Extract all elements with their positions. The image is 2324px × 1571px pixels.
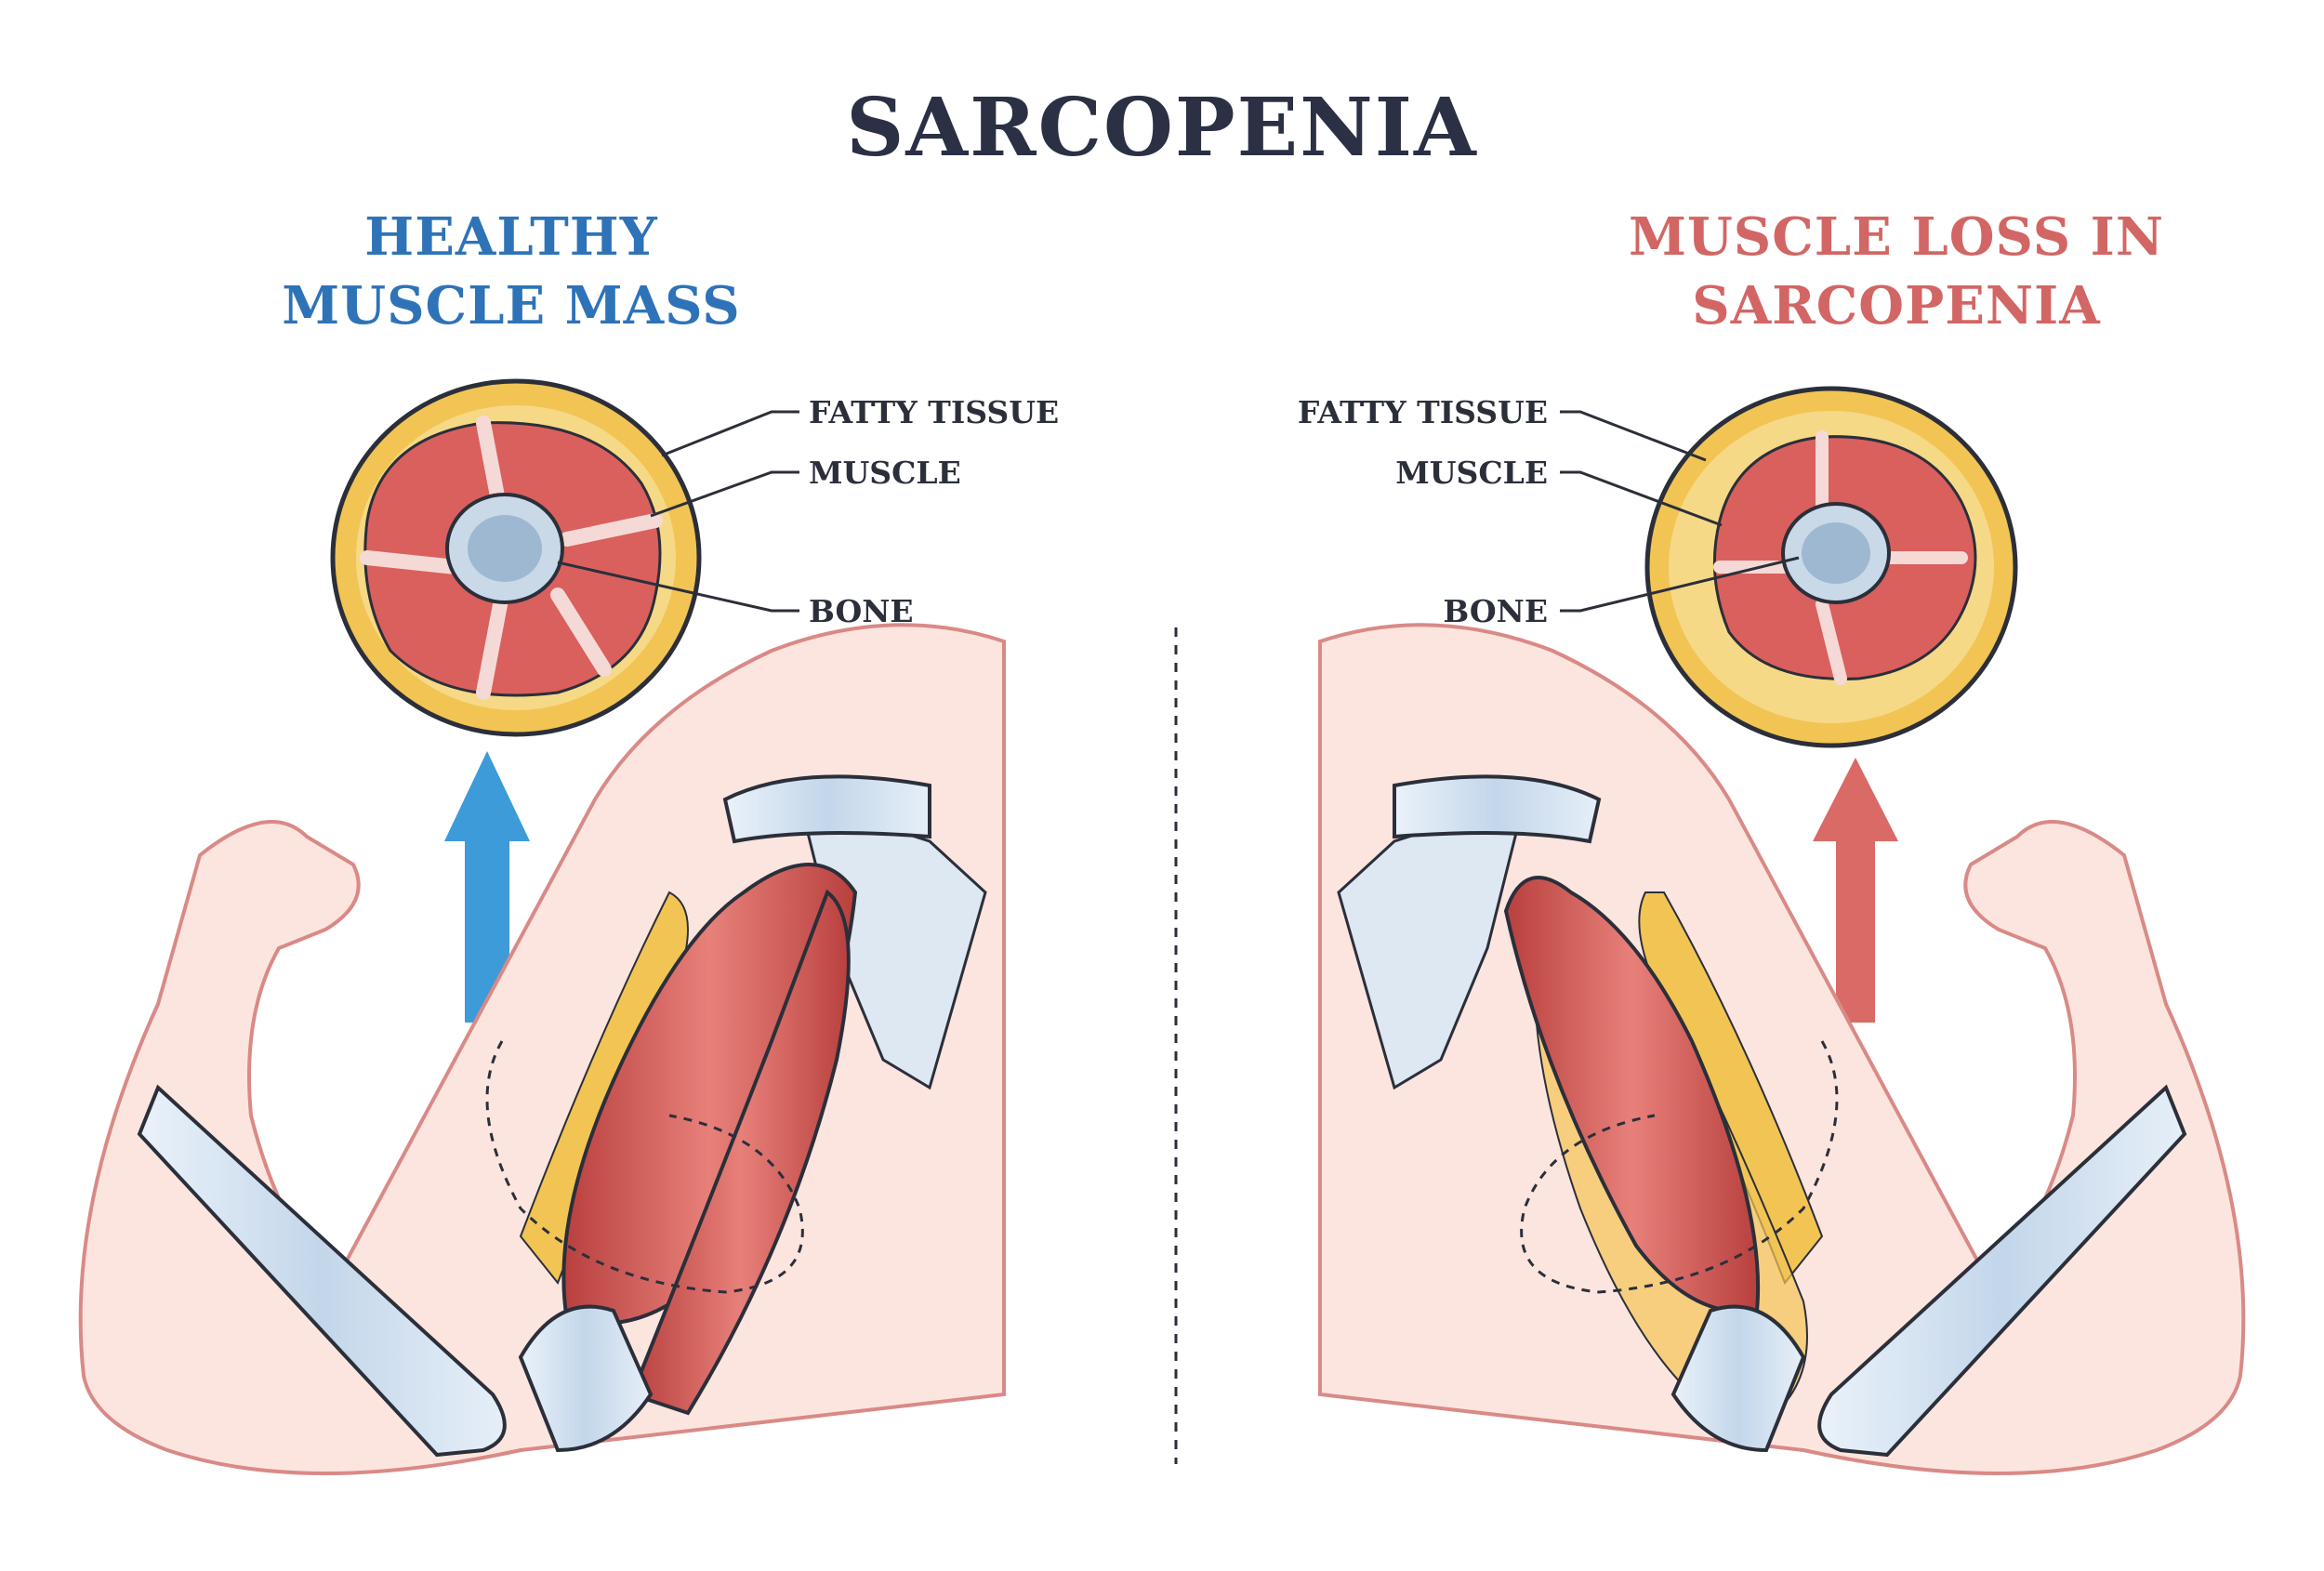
sarcopenia-heading-line-2: SARCOPENIA [1692, 275, 2101, 337]
sarcopenia-leader-lines [1560, 410, 1800, 613]
healthy-label-bone: BONE [809, 593, 914, 629]
healthy-leader-lines [557, 410, 799, 613]
sarcopenia-arm-illustration [1318, 623, 2246, 1475]
healthy-heading-line-2: MUSCLE MASS [282, 275, 741, 337]
sarcopenia-label-fatty-tissue: FATTY TISSUE [1297, 394, 1548, 430]
sarcopenia-cross-section [1644, 386, 2018, 748]
sarcopenia-heading: MUSCLE LOSS IN SARCOPENIA [1599, 203, 2194, 340]
healthy-cross-section [330, 378, 702, 737]
sarcopenia-label-bone: BONE [1443, 593, 1548, 629]
healthy-label-muscle: MUSCLE [809, 455, 961, 491]
healthy-label-fatty-tissue: FATTY TISSUE [809, 394, 1060, 430]
sarcopenia-label-muscle: MUSCLE [1395, 455, 1548, 491]
diagram-title: SARCOPENIA [846, 81, 1478, 175]
healthy-heading: HEALTHY MUSCLE MASS [251, 203, 772, 340]
healthy-arm-illustration [78, 623, 1006, 1475]
healthy-heading-line-1: HEALTHY [364, 206, 658, 268]
sarcopenia-heading-line-1: MUSCLE LOSS IN [1628, 206, 2165, 268]
sarcopenia-arrow-icon [1813, 758, 1898, 1023]
